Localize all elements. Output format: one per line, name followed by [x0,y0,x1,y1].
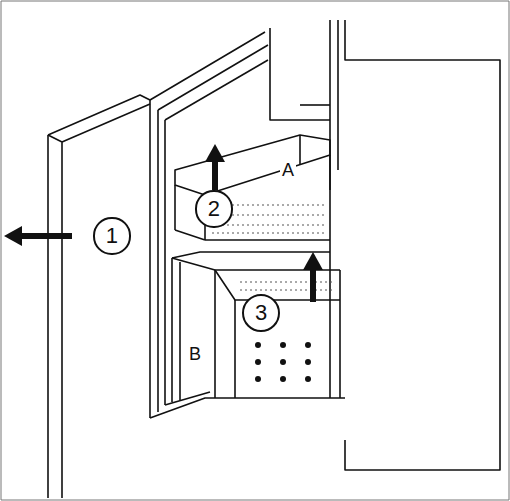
callout-circle: 1 [93,217,130,254]
part-letter: B [187,344,203,364]
part-letter: A [280,160,296,180]
callout-circle: 3 [242,294,280,332]
callout-number: 2 [208,198,220,220]
callout-circle: 2 [195,190,232,227]
callout-number: 1 [106,225,118,247]
callout-number: 3 [255,302,267,324]
